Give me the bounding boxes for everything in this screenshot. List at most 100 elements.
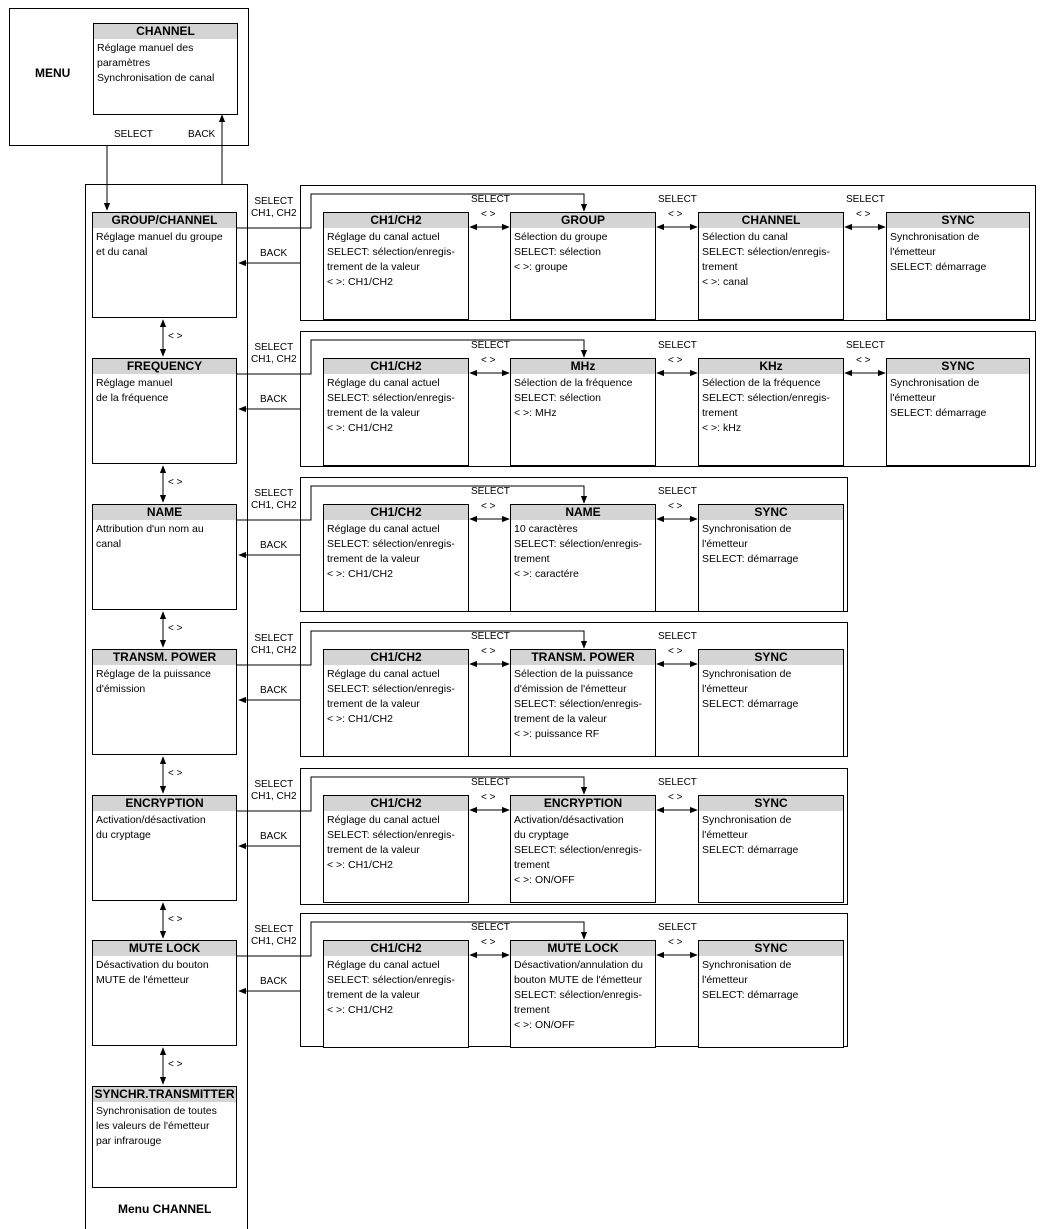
submenu-4-box-0-text: Réglage du canal actuel SELECT: sélectio… — [327, 814, 455, 871]
select-feed-arrow-4 — [237, 776, 588, 812]
submenu-2-box-2-title: SYNC — [699, 505, 843, 520]
horiz-nav-label-1-0: < > — [481, 355, 496, 366]
select-feed-arrow-3 — [237, 630, 588, 666]
select-ch-label-3: SELECT CH1, CH2 — [251, 633, 297, 656]
select-ch-label-1: SELECT CH1, CH2 — [251, 342, 297, 365]
nav-label-2: < > — [168, 477, 183, 488]
submenu-1-box-3-title: SYNC — [887, 359, 1029, 374]
menu-item-3-title: TRANSM. POWER — [93, 650, 236, 665]
menu-item-2-title: NAME — [93, 505, 236, 520]
submenu-1-box-1-title: MHz — [511, 359, 655, 374]
horiz-select-label-1-1: SELECT — [658, 340, 697, 351]
horiz-nav-label-4-1: < > — [668, 792, 683, 803]
select-ch-label-5: SELECT CH1, CH2 — [251, 924, 297, 947]
menu-item-4-text: Activation/désactivation du cryptage — [96, 814, 206, 841]
menu-back-label: BACK — [188, 129, 216, 140]
submenu-0-box-0-text: Réglage du canal actuel SELECT: sélectio… — [327, 231, 455, 288]
menu-item-2-text: Attribution d'un nom au canal — [96, 523, 204, 550]
back-label-2: BACK — [260, 540, 288, 551]
menu-item-3-text: Réglage de la puissance d'émission — [96, 668, 211, 695]
submenu-frame-1 — [300, 331, 1036, 467]
submenu-3-box-1-text: Sélection de la puissance d'émission de … — [514, 668, 642, 740]
horiz-select-label-1-2: SELECT — [846, 340, 885, 351]
nav-label-4: < > — [168, 768, 183, 779]
back-label-1: BACK — [260, 394, 288, 405]
horiz-select-label-0-1: SELECT — [658, 194, 697, 205]
select-ch-label-4: SELECT CH1, CH2 — [251, 779, 297, 802]
submenu-4-box-1-text: Activation/désactivation du cryptage SEL… — [514, 814, 642, 886]
submenu-2-box-1-title: NAME — [511, 505, 655, 520]
back-label-5: BACK — [260, 976, 288, 987]
submenu-0-box-1[interactable]: GROUP Sélection du groupe SELECT: sélecti… — [510, 212, 656, 320]
submenu-5-box-1-text: Désactivation/annulation du bouton MUTE … — [514, 959, 644, 1031]
menu-item-5-text: Désactivation du bouton MUTE de l'émette… — [96, 959, 209, 986]
menu-channel-text: Réglage manuel des paramètres Synchronis… — [97, 42, 215, 84]
channel-column-frame — [85, 184, 248, 1229]
horiz-select-label-5-0: SELECT — [471, 922, 510, 933]
nav-label-1: < > — [168, 331, 183, 342]
submenu-0-box-1-title: GROUP — [511, 213, 655, 228]
submenu-0-box-3-title: SYNC — [887, 213, 1029, 228]
menu-item-0-text: Réglage manuel du groupe et du canal — [96, 231, 223, 258]
menu-channel-box[interactable]: CHANNEL Réglage manuel des paramètres Sy… — [93, 23, 238, 115]
menu-channel-title: CHANNEL — [94, 24, 237, 39]
submenu-0-box-0-title: CH1/CH2 — [324, 213, 468, 228]
horiz-nav-label-0-2: < > — [856, 209, 871, 220]
submenu-2-box-2[interactable]: SYNC Synchronisation de l'émetteur SELECT… — [698, 504, 844, 612]
submenu-3-box-2-title: SYNC — [699, 650, 843, 665]
submenu-0-box-2-text: Sélection du canal SELECT: sélection/enr… — [702, 231, 830, 288]
horiz-nav-label-0-0: < > — [481, 209, 496, 220]
submenu-frame-4 — [300, 768, 848, 905]
horiz-select-label-4-0: SELECT — [471, 777, 510, 788]
horiz-nav-label-0-1: < > — [668, 209, 683, 220]
select-feed-arrow-5 — [237, 921, 588, 957]
submenu-0-box-3-text: Synchronisation de l'émetteur SELECT: dé… — [890, 231, 987, 273]
horiz-nav-label-3-0: < > — [481, 646, 496, 657]
horiz-select-label-1-0: SELECT — [471, 340, 510, 351]
menu-item-6-title: SYNCHR.TRANSMITTER — [93, 1087, 236, 1102]
submenu-1-box-2-text: Sélection de la fréquence SELECT: sélect… — [702, 377, 830, 434]
horiz-nav-label-4-0: < > — [481, 792, 496, 803]
horiz-select-label-2-0: SELECT — [471, 486, 510, 497]
submenu-5-box-2-title: SYNC — [699, 941, 843, 956]
submenu-0-box-3[interactable]: SYNC Synchronisation de l'émetteur SELECT… — [886, 212, 1030, 320]
horiz-select-label-0-2: SELECT — [846, 194, 885, 205]
submenu-0-box-1-text: Sélection du groupe SELECT: sélection < … — [514, 231, 608, 273]
submenu-3-box-0-title: CH1/CH2 — [324, 650, 468, 665]
submenu-3-box-0-text: Réglage du canal actuel SELECT: sélectio… — [327, 668, 455, 725]
submenu-frame-0 — [300, 185, 1036, 321]
back-label-4: BACK — [260, 831, 288, 842]
nav-label-5: < > — [168, 914, 183, 925]
submenu-2-box-2-text: Synchronisation de l'émetteur SELECT: dé… — [702, 523, 799, 565]
menu-item-3[interactable]: TRANSM. POWER Réglage de la puissance d'é… — [92, 649, 237, 755]
submenu-3-box-1[interactable]: TRANSM. POWER Sélection de la puissance d… — [510, 649, 656, 757]
menu-item-2[interactable]: NAME Attribution d'un nom au canal — [92, 504, 237, 610]
back-label-3: BACK — [260, 685, 288, 696]
select-feed-arrow-0 — [237, 193, 588, 229]
menu-frame — [9, 8, 249, 146]
submenu-4-box-2-text: Synchronisation de l'émetteur SELECT: dé… — [702, 814, 799, 856]
submenu-3-box-1-title: TRANSM. POWER — [511, 650, 655, 665]
